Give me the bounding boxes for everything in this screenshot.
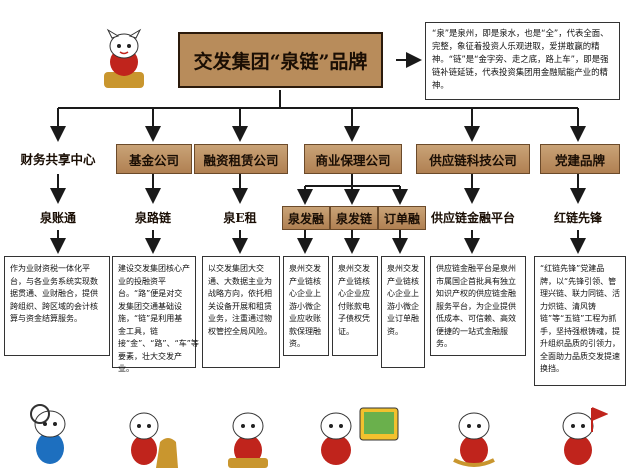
unit-party-brand: 党建品牌 bbox=[540, 144, 620, 174]
unit-factoring-company: 商业保理公司 bbox=[304, 144, 402, 174]
brand-title-box: 交发集团“泉链”品牌 bbox=[178, 32, 383, 88]
mascot-top-left-image bbox=[104, 28, 144, 88]
sub-quan-zhang-tong: 泉账通 bbox=[39, 210, 76, 225]
desc-finance-center: 作为业财资税一体化平台，与各业务系统实现数据贯通、业财融合，提供跨组织、跨区域的… bbox=[4, 256, 110, 356]
mascot-bottom-3-image bbox=[228, 412, 268, 468]
sub-quan-fa-rong: 泉发融 bbox=[282, 206, 330, 230]
sub-quan-lu-lian: 泉路链 bbox=[134, 210, 171, 225]
brand-note: “泉”是泉州，即是泉水，也是“全”，代表全面、完整，象征着投资人乐观进取，爱拼敢… bbox=[425, 22, 620, 100]
sub-hong-lian-xian-feng: 红链先锋 bbox=[553, 210, 602, 225]
unit-finance-center: 财务共享中心 bbox=[20, 151, 96, 167]
mascot-bottom-6-image bbox=[562, 407, 608, 465]
sub-quan-fa-lian: 泉发链 bbox=[330, 206, 378, 230]
mascot-bottom-2-image bbox=[129, 412, 178, 468]
desc-ding-dan-rong: 泉州交发产业链核心企业上游小微企业订单融资。 bbox=[381, 256, 425, 368]
unit-supply-chain-tech: 供应链科技公司 bbox=[416, 144, 530, 174]
desc-quan-fa-lian: 泉州交发产业链核心企业应付账款电子债权凭证。 bbox=[332, 256, 378, 356]
mascot-bottom-5-image bbox=[453, 412, 495, 467]
desc-fund-company: 建设交发集团核心产业的投融资平台。“路”便是对交发集团交通基础设施，“链”是利用… bbox=[112, 256, 199, 373]
sub-quan-e-zu: 泉E租 bbox=[223, 210, 257, 225]
brand-title: 交发集团“泉链”品牌 bbox=[193, 50, 368, 73]
unit-fund-company: 基金公司 bbox=[116, 144, 192, 174]
sub-ding-dan-rong: 订单融 bbox=[378, 206, 426, 230]
desc-quan-fa-rong: 泉州交发产业链核心企业上游小微企业应收账款保理融资。 bbox=[283, 256, 329, 356]
sub-supply-chain-platform: 供应链金融平台 bbox=[430, 210, 515, 225]
mascot-bottom-1-image bbox=[30, 404, 66, 464]
desc-party-brand: “红链先锋”党建品牌，以“先锋引领、管理兴链、联力同链、活力炽链、清风铸链”等“… bbox=[534, 256, 626, 386]
desc-supply-chain-platform: 供应链金融平台是泉州市属国企首批具有独立知识产权的供应链金融服务平台，为企业提供… bbox=[430, 256, 526, 356]
desc-leasing-company: 以交发集团大交通、大数据主业为战略方向，依托相关设备开展和租赁业务，注重通过物权… bbox=[202, 256, 280, 368]
mascot-bottom-4-image bbox=[320, 407, 399, 465]
unit-leasing-company: 融资租赁公司 bbox=[194, 144, 288, 174]
